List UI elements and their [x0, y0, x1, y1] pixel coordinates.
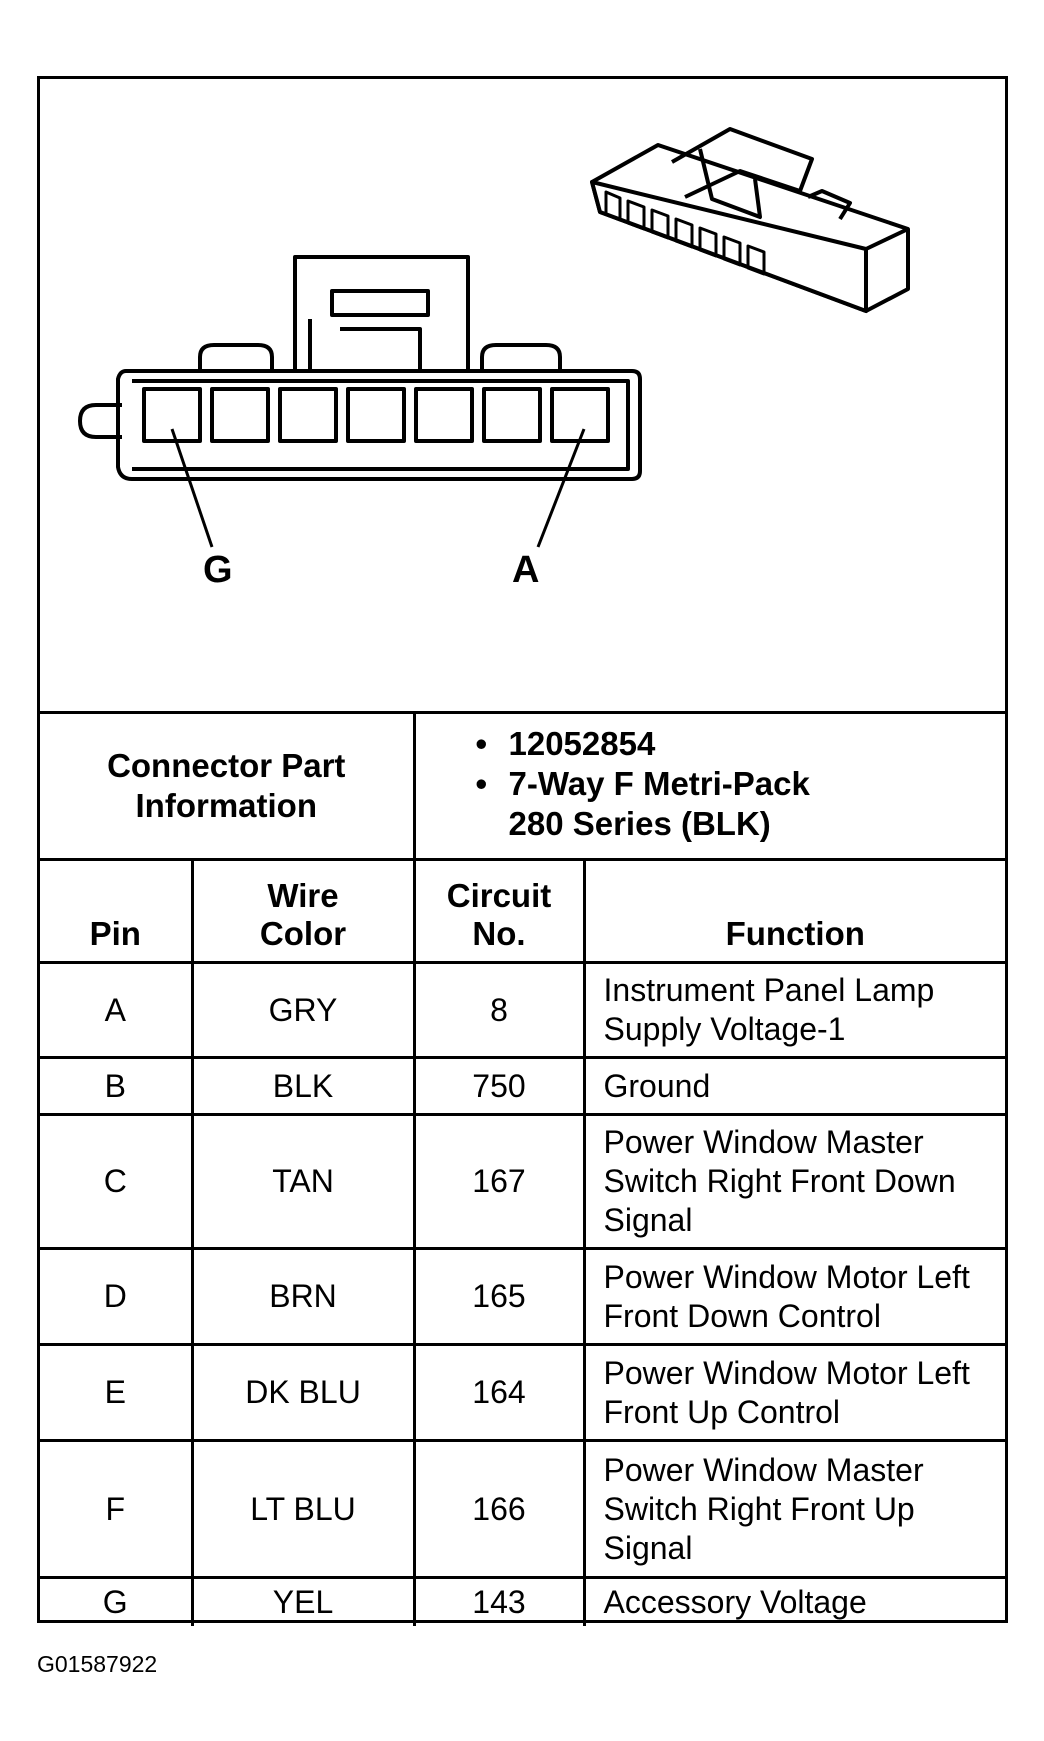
header-circuit-no-text: Circuit No. — [446, 877, 552, 952]
circuit-cell: 8 — [412, 961, 586, 1059]
connector-3d-view — [590, 127, 910, 313]
connector-part-info-row: Connector Part Information • 12052854 • … — [40, 711, 1006, 861]
circuit-cell: 167 — [412, 1113, 586, 1250]
connector-part-heading: Connector Part Information — [40, 711, 416, 861]
function-cell: Power Window Motor Left Front Down Contr… — [582, 1247, 1005, 1346]
header-wire-color: Wire Color — [190, 858, 416, 964]
connector-diagram: G A — [40, 79, 1005, 711]
wire-color-cell: GRY — [190, 961, 416, 1059]
connector-table: Connector Part Information • 12052854 • … — [40, 711, 1005, 1626]
pin-cell: A — [40, 961, 194, 1059]
part-number-item: • 12052854 — [476, 724, 1006, 764]
function-cell: Ground — [582, 1056, 1005, 1116]
pin-cell: G — [40, 1576, 194, 1626]
function-cell: Instrument Panel Lamp Supply Voltage-1 — [582, 961, 1005, 1059]
wire-color-cell: BLK — [190, 1056, 416, 1116]
wire-color-cell: LT BLU — [190, 1439, 416, 1579]
connector-part-heading-text: Connector Part Information — [107, 747, 346, 824]
figure-frame: G A Connector Part Information • 1205285… — [37, 76, 1008, 1626]
connector-drawing — [78, 127, 910, 548]
header-circuit-no: Circuit No. — [412, 858, 586, 964]
function-cell: Power Window Master Switch Right Front D… — [582, 1113, 1005, 1250]
table-header-row: Pin Wire Color Circuit No. Function — [40, 858, 1005, 964]
part-number: 12052854 — [508, 725, 656, 762]
pin-cell: B — [40, 1056, 194, 1116]
figure-id: G01587922 — [37, 1651, 158, 1677]
bullet-icon: • — [475, 725, 488, 762]
pin-g-label: G — [203, 549, 233, 591]
header-function: Function — [582, 858, 1005, 964]
part-type-item: • 7-Way F Metri-Pack — [476, 764, 1006, 804]
function-cell: Power Window Master Switch Right Front U… — [582, 1439, 1005, 1579]
function-cell: Accessory Voltage — [582, 1576, 1005, 1626]
table-row: A GRY 8 Instrument Panel Lamp Supply Vol… — [40, 961, 1005, 1059]
pin-a-label: A — [512, 549, 540, 591]
table-row: D BRN 165 Power Window Motor Left Front … — [40, 1247, 1005, 1346]
bullet-icon: • — [475, 765, 488, 802]
wire-color-cell: BRN — [190, 1247, 416, 1346]
pin-cell: C — [40, 1113, 194, 1250]
pin-cell: E — [40, 1343, 194, 1442]
pin-cell: F — [40, 1439, 194, 1579]
circuit-cell: 143 — [412, 1576, 586, 1626]
table-row: B BLK 750 Ground — [40, 1056, 1005, 1116]
header-wire-color-text: Wire Color — [259, 877, 347, 952]
wire-color-cell: TAN — [190, 1113, 416, 1250]
header-pin: Pin — [40, 858, 194, 964]
table-row: G YEL 143 Accessory Voltage — [40, 1576, 1005, 1626]
wire-color-cell: YEL — [190, 1576, 416, 1626]
connector-part-values: • 12052854 • 7-Way F Metri-Pack 280 Seri… — [412, 711, 1006, 861]
connector-face-view — [78, 255, 642, 548]
pin-cell: D — [40, 1247, 194, 1346]
circuit-cell: 166 — [412, 1439, 586, 1579]
circuit-cell: 165 — [412, 1247, 586, 1346]
table-row: E DK BLU 164 Power Window Motor Left Fro… — [40, 1343, 1005, 1442]
function-cell: Power Window Motor Left Front Up Control — [582, 1343, 1005, 1442]
table-row: C TAN 167 Power Window Master Switch Rig… — [40, 1113, 1005, 1250]
part-series: 280 Series (BLK) — [508, 805, 771, 842]
table-row: F LT BLU 166 Power Window Master Switch … — [40, 1439, 1005, 1579]
wire-color-cell: DK BLU — [190, 1343, 416, 1442]
part-type: 7-Way F Metri-Pack — [508, 765, 810, 802]
circuit-cell: 164 — [412, 1343, 586, 1442]
circuit-cell: 750 — [412, 1056, 586, 1116]
